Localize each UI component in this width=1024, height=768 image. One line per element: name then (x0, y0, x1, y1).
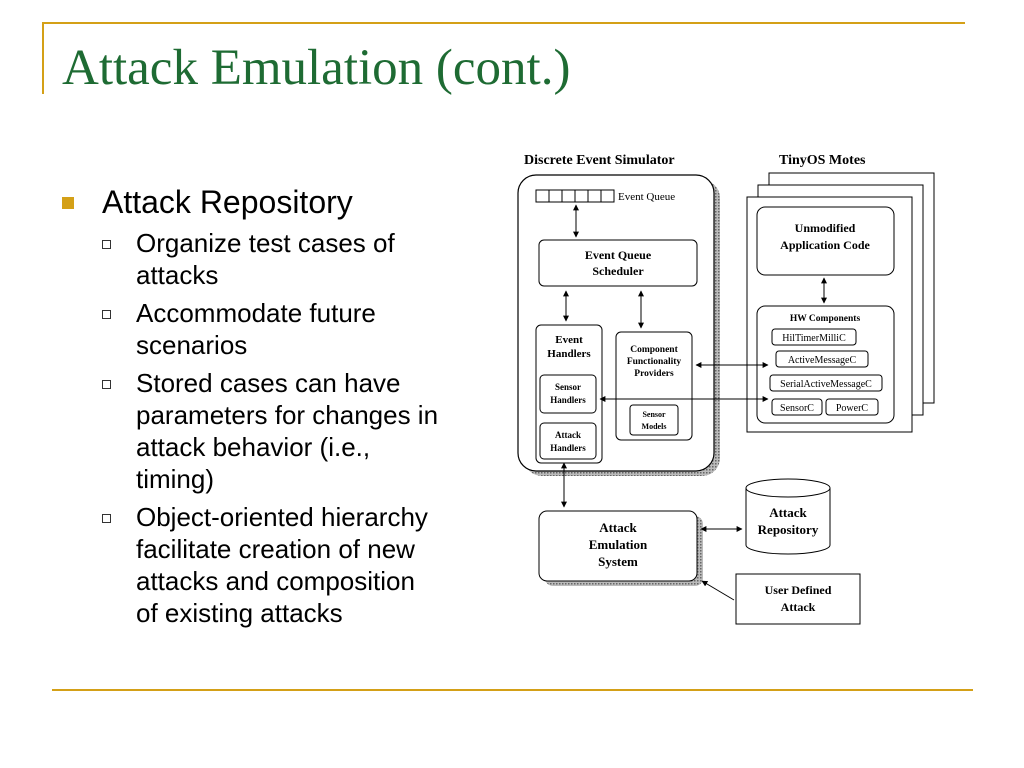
svg-text:Application Code: Application Code (780, 238, 870, 252)
user-defined-attack-box (735, 573, 861, 625)
svg-text:HilTimerMilliC: HilTimerMilliC (782, 333, 846, 344)
sub-bullet-organize: Organize test cases of attacks (62, 227, 502, 291)
svg-text:PowerC: PowerC (836, 403, 869, 414)
hw-item-powerc (825, 398, 879, 416)
app-code-box (756, 206, 895, 276)
svg-text:Emulation: Emulation (589, 537, 648, 552)
svg-text:Sensor: Sensor (555, 382, 581, 392)
svg-text:Attack: Attack (555, 430, 581, 440)
attack-repository-cylinder (745, 478, 831, 555)
svg-text:Scheduler: Scheduler (592, 264, 644, 278)
left-rule (42, 22, 44, 94)
svg-text:HW Components: HW Components (790, 314, 861, 324)
sensor-models-box (629, 404, 679, 436)
svg-text:Component: Component (630, 345, 678, 355)
hollow-square-bullet-icon (102, 240, 111, 249)
svg-text:Providers: Providers (634, 369, 674, 379)
sub-bullet-stored-cases: Stored cases can have parameters for cha… (62, 367, 502, 495)
svg-text:Attack: Attack (769, 505, 807, 520)
slide-title: Attack Emulation (cont.) (62, 40, 571, 96)
svg-text:Functionality: Functionality (627, 357, 682, 367)
hw-item-sensorc (771, 398, 823, 416)
user-emulation-arrow (701, 580, 735, 601)
svg-text:ActiveMessageC: ActiveMessageC (788, 355, 857, 366)
hw-item-activemessage (775, 350, 869, 368)
svg-text:Handlers: Handlers (550, 443, 586, 453)
sub-bullet-accommodate: Accommodate future scenarios (62, 297, 502, 361)
svg-text:Models: Models (642, 422, 667, 431)
hollow-square-bullet-icon (102, 310, 111, 319)
svg-text:Event Queue: Event Queue (585, 248, 652, 262)
hw-item-serialactivemessage (769, 374, 883, 392)
scheduler-box (538, 239, 698, 287)
svg-text:SerialActiveMessageC: SerialActiveMessageC (780, 379, 872, 390)
event-queue-label: Event Queue (618, 191, 675, 203)
event-queue-cells (535, 189, 615, 203)
bullet-attack-repository: Attack Repository (62, 184, 502, 221)
svg-text:Event: Event (555, 334, 583, 346)
svg-text:Attack: Attack (781, 600, 816, 614)
bullet-list: Attack Repository Organize test cases of… (62, 184, 502, 629)
square-bullet-icon (62, 197, 74, 209)
sensor-handlers-box (539, 374, 597, 414)
attack-handlers-box (539, 422, 597, 460)
attack-emulation-box (538, 510, 698, 582)
svg-text:Handlers: Handlers (547, 348, 591, 360)
hw-item-hiltimer (771, 328, 857, 346)
sub-bullet-object-oriented: Object-oriented hierarchy facilitate cre… (62, 501, 502, 629)
top-rule (42, 22, 965, 24)
simulator-title: Discrete Event Simulator (524, 153, 675, 168)
svg-text:Attack: Attack (599, 520, 637, 535)
architecture-diagram: Discrete Event Simulator TinyOS Motes Ev… (517, 153, 935, 625)
bottom-rule (52, 689, 973, 691)
svg-text:Sensor: Sensor (642, 410, 666, 419)
svg-text:SensorC: SensorC (780, 403, 814, 414)
hollow-square-bullet-icon (102, 380, 111, 389)
svg-text:Handlers: Handlers (550, 395, 586, 405)
svg-text:System: System (598, 554, 638, 569)
motes-title: TinyOS Motes (779, 153, 866, 168)
svg-text:Repository: Repository (758, 522, 819, 537)
hollow-square-bullet-icon (102, 514, 111, 523)
svg-text:User Defined: User Defined (765, 583, 832, 597)
svg-text:Unmodified: Unmodified (795, 221, 856, 235)
